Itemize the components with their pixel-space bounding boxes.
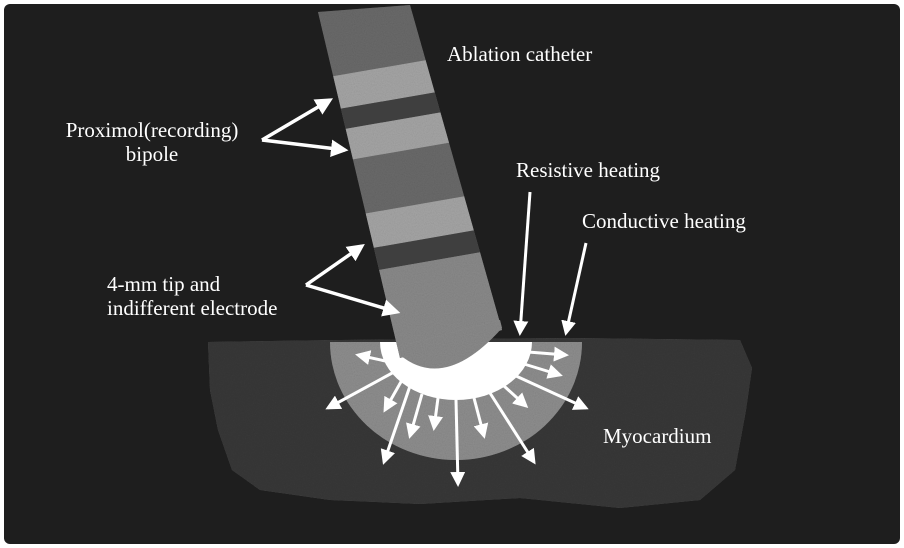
resistive-heating-label: Resistive heating [516,158,661,182]
proximal-bipole-label-line-1: Proximol(recording) [65,118,239,142]
tip-electrode-label-line-1: 4-mm tip and [107,272,221,296]
proximal-bipole-label-line-2: bipole [125,142,179,166]
bipole-pointer-arrows [261,98,349,158]
proximal-bipole-label: Proximol(recording) bipole [42,118,262,166]
conductive-heating-arrow [561,242,588,336]
heat-radiation-arrows [325,346,589,487]
myocardium-label: Myocardium [603,424,712,448]
tip-pointer-arrows [304,243,401,317]
tip-electrode-label: 4-mm tip and indifferent electrode [107,272,277,320]
ablation-catheter-label: Ablation catheter [447,42,593,66]
conductive-heating-label: Conductive heating [582,209,746,233]
resistive-heating-arrow [513,191,532,336]
tip-electrode-label-line-2: indifferent electrode [107,296,278,320]
